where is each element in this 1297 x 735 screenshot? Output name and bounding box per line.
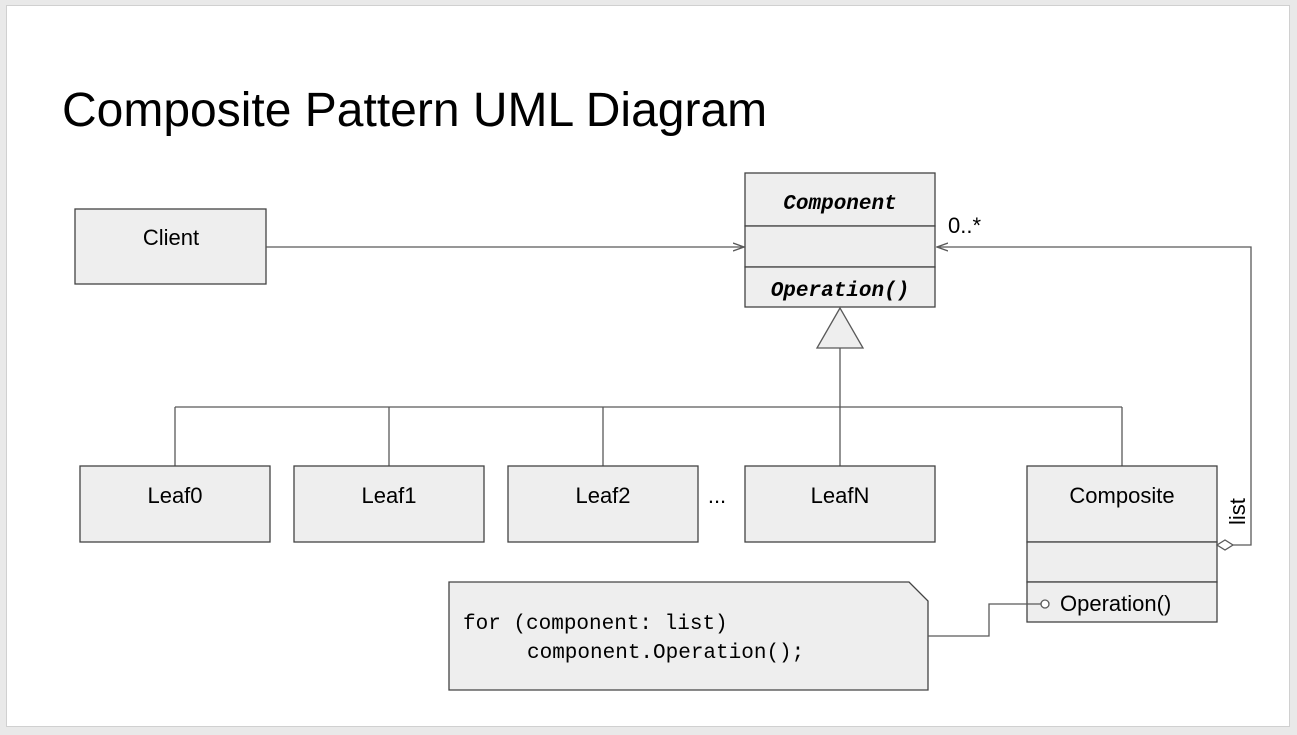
leaf-label: LeafN <box>811 483 870 508</box>
note-box <box>448 581 929 691</box>
inheritance-triangle <box>815 306 865 349</box>
note-anchor-icon <box>1040 599 1050 609</box>
composite-operations-compartment <box>1026 581 1218 623</box>
page-title: Composite Pattern UML Diagram <box>62 84 768 137</box>
aggregation-link <box>937 247 1252 551</box>
aggregation-role-label: list <box>1225 498 1250 525</box>
component-operation: Operation() <box>771 280 910 303</box>
client-box <box>74 208 267 285</box>
composite-class[interactable]: Composite Operation() <box>1026 465 1218 623</box>
note-line-2: component.Operation(); <box>527 642 804 665</box>
composite-name: Composite <box>1069 483 1174 508</box>
leaf-class[interactable]: LeafN <box>744 465 936 543</box>
composite-operation: Operation() <box>1060 591 1171 616</box>
composite-attributes-compartment <box>1026 541 1218 583</box>
client-label: Client <box>143 225 199 250</box>
code-note[interactable]: for (component: list) component.Operatio… <box>448 581 929 691</box>
leaf-label: Leaf1 <box>361 483 416 508</box>
component-name-compartment <box>744 172 936 227</box>
client-class[interactable]: Client <box>74 208 267 285</box>
component-class[interactable]: Component Operation() <box>744 172 936 308</box>
leaf-label: Leaf0 <box>147 483 202 508</box>
component-name: Component <box>783 193 896 216</box>
component-attributes-compartment <box>744 225 936 268</box>
leaf-label: Leaf2 <box>575 483 630 508</box>
inheritance-lines <box>174 348 1123 466</box>
composite-name-compartment <box>1026 465 1218 543</box>
leaf-class[interactable]: Leaf0 <box>79 465 271 543</box>
note-line-1: for (component: list) <box>463 613 728 636</box>
component-operations-compartment <box>744 266 936 308</box>
note-connector <box>928 599 1050 637</box>
leaf-class[interactable]: Leaf2 <box>507 465 699 543</box>
leaf-class[interactable]: Leaf1 <box>293 465 485 543</box>
aggregation-diamond-icon <box>1215 539 1235 551</box>
leaves-ellipsis: ... <box>708 483 726 508</box>
multiplicity-label: 0..* <box>948 213 981 238</box>
